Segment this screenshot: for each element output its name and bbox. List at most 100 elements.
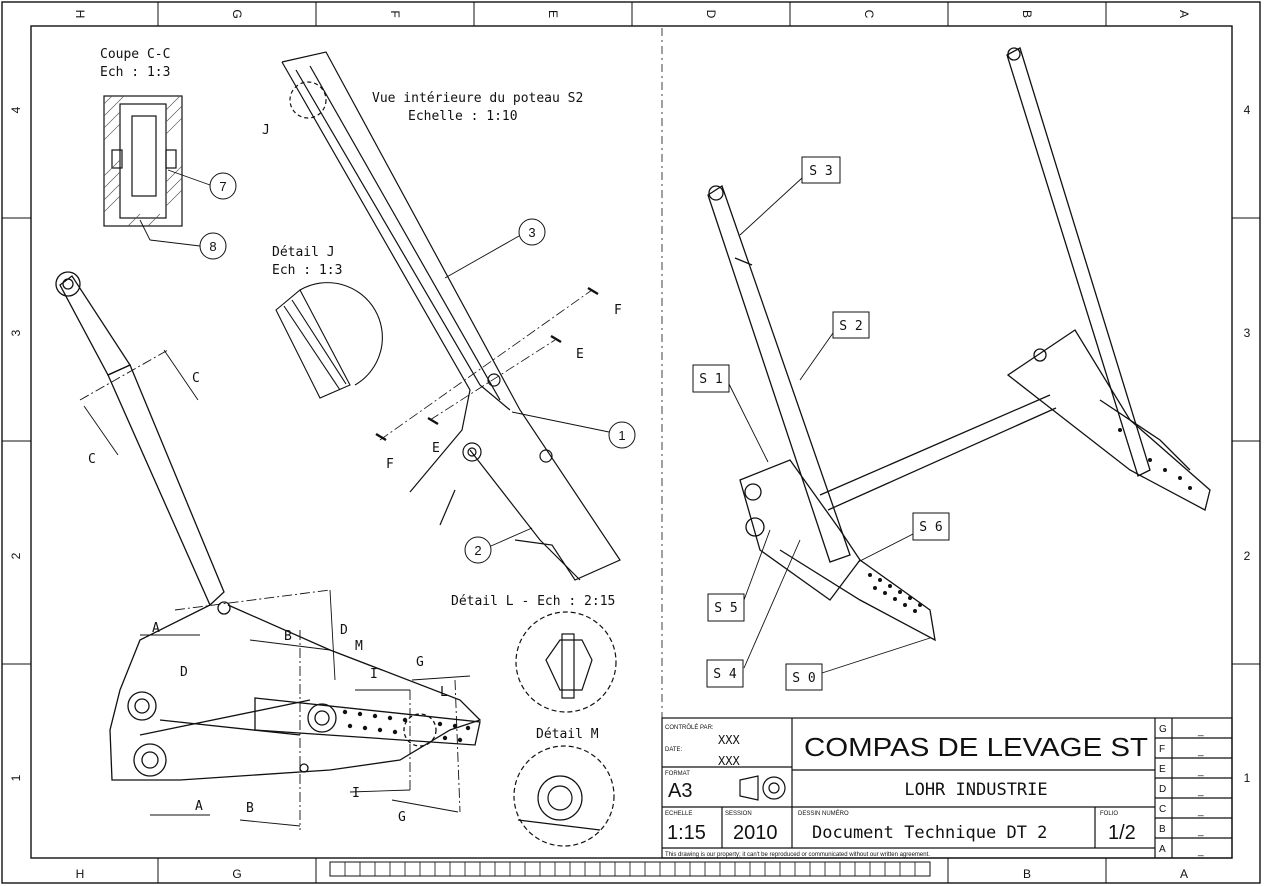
callout-s2: S 2 [839,319,862,334]
rev-mark-f: _ [1197,746,1204,757]
balloon-2: 2 [474,543,481,558]
col-top-f: F [388,10,402,17]
view-s2-title: Vue intérieure du poteau S2 [372,91,583,106]
cut-i-1: I [370,667,378,682]
col-top-h: H [73,10,87,19]
compass-holes [342,709,471,743]
dimension-lines [79,349,471,830]
cut-m: M [355,639,363,654]
col-bot-h: H [76,867,85,881]
rev-mark-g: _ [1197,726,1204,737]
frame-labels: H G F E D C B A H G B A 4 3 2 1 4 3 2 1 [9,9,1251,881]
rev-d: D [1159,784,1166,795]
callout-s3: S 3 [809,164,832,179]
cut-i-2: I [352,786,360,801]
detail-m: Détail M [513,727,615,847]
revision-letters: G F E D C B A [1159,724,1167,855]
cut-letters: C C F F E E J A A B B D D M I I G G L [88,123,622,825]
date-value: XXX [718,754,740,768]
dessin-label: DESSIN NUMÉRO [798,810,849,817]
balloon-8: 8 [209,239,216,254]
rev-mark-d: _ [1197,786,1204,797]
cut-b-1: B [284,629,292,644]
rev-g: G [1159,724,1167,735]
cut-e-2: E [432,441,440,456]
balloon-7: 7 [219,179,226,194]
col-top-d: D [704,10,718,19]
cut-a-2: A [195,799,203,814]
detail-l-title: Détail L - Ech : 2:15 [451,594,615,609]
cut-e-1: E [576,347,584,362]
callout-s1: S 1 [699,372,722,387]
rev-b: B [1159,824,1166,835]
balloon-numbers: 7 8 3 1 2 [209,179,625,558]
cut-a-1: A [152,621,160,636]
row-left-3: 3 [9,329,23,336]
controle-label: CONTRÔLÉ PAR: [665,724,714,731]
row-right-4: 4 [1244,103,1251,117]
view-s2: Vue intérieure du poteau S2 Echelle : 1:… [281,51,621,581]
revision-marks: _ _ _ _ _ _ _ [1197,726,1204,857]
folio-label: FOLIO [1100,811,1118,817]
cut-d-2: D [180,665,188,680]
callout-s4: S 4 [713,667,737,682]
row-left-4: 4 [9,106,23,113]
rev-c: C [1159,804,1166,815]
balloon-1: 1 [618,428,625,443]
cut-j: J [262,123,270,138]
format-value: A3 [668,780,692,802]
row-right-2: 2 [1244,549,1251,563]
rev-mark-e: _ [1197,766,1204,777]
rev-e: E [1159,764,1166,775]
cut-c-2: C [88,452,96,467]
session-value: 2010 [733,822,778,844]
echelle-label: ECHELLE [665,811,692,817]
section-cc-scale: Ech : 1:3 [100,65,170,80]
folio-value: 1/2 [1108,822,1136,844]
title-block-text: CONTRÔLÉ PAR: XXX DATE: XXX COMPAS DE LE… [665,724,1204,858]
row-right-1: 1 [1244,771,1251,785]
cut-g-2: G [398,810,406,825]
row-right-3: 3 [1244,326,1251,340]
detail-j-title: Détail J [272,245,335,260]
col-bot-g: G [232,867,241,881]
col-bot-b: B [1023,867,1031,881]
detail-m-title: Détail M [536,727,599,742]
cut-f-1: F [614,303,622,318]
col-top-g: G [230,9,244,18]
drawing-title: COMPAS DE LEVAGE ST [804,732,1148,762]
callout-s6: S 6 [919,520,942,535]
rev-mark-b: _ [1197,826,1204,837]
callout-s0: S 0 [792,671,815,686]
rev-mark-a: _ [1197,846,1204,857]
col-top-c: C [862,10,876,19]
cut-l: L [440,685,448,700]
session-label: SESSION [725,811,752,817]
title-block [661,717,1233,859]
echelle-value: 1:15 [667,822,706,844]
col-top-b: B [1020,10,1034,18]
cut-d-1: D [340,623,348,638]
callout-labels: S 3 S 2 S 1 S 6 S 5 S 4 S 0 [699,164,942,686]
dessin-value: Document Technique DT 2 [812,823,1047,843]
col-top-a: A [1177,10,1191,18]
section-cc-title: Coupe C-C [100,47,170,62]
balloon-3: 3 [528,225,535,240]
detail-j-scale: Ech : 1:3 [272,263,342,278]
cut-g-1: G [416,655,424,670]
rev-mark-c: _ [1197,806,1204,817]
callout-leaders [728,177,931,674]
section-cc: Coupe C-C Ech : 1:3 [100,47,211,247]
rev-a: A [1159,844,1166,855]
disclaimer: This drawing is our property; it can't b… [665,852,930,858]
callout-s5: S 5 [714,601,737,616]
date-label: DATE: [665,747,683,753]
detail-j: Détail J Ech : 1:3 [272,245,383,399]
compass-side-view [55,271,482,781]
controle-value: XXX [718,733,740,747]
row-left-1: 1 [9,774,23,781]
balloon-leaders [444,235,610,547]
cut-b-2: B [246,801,254,816]
assembly-rivets [868,428,1192,613]
